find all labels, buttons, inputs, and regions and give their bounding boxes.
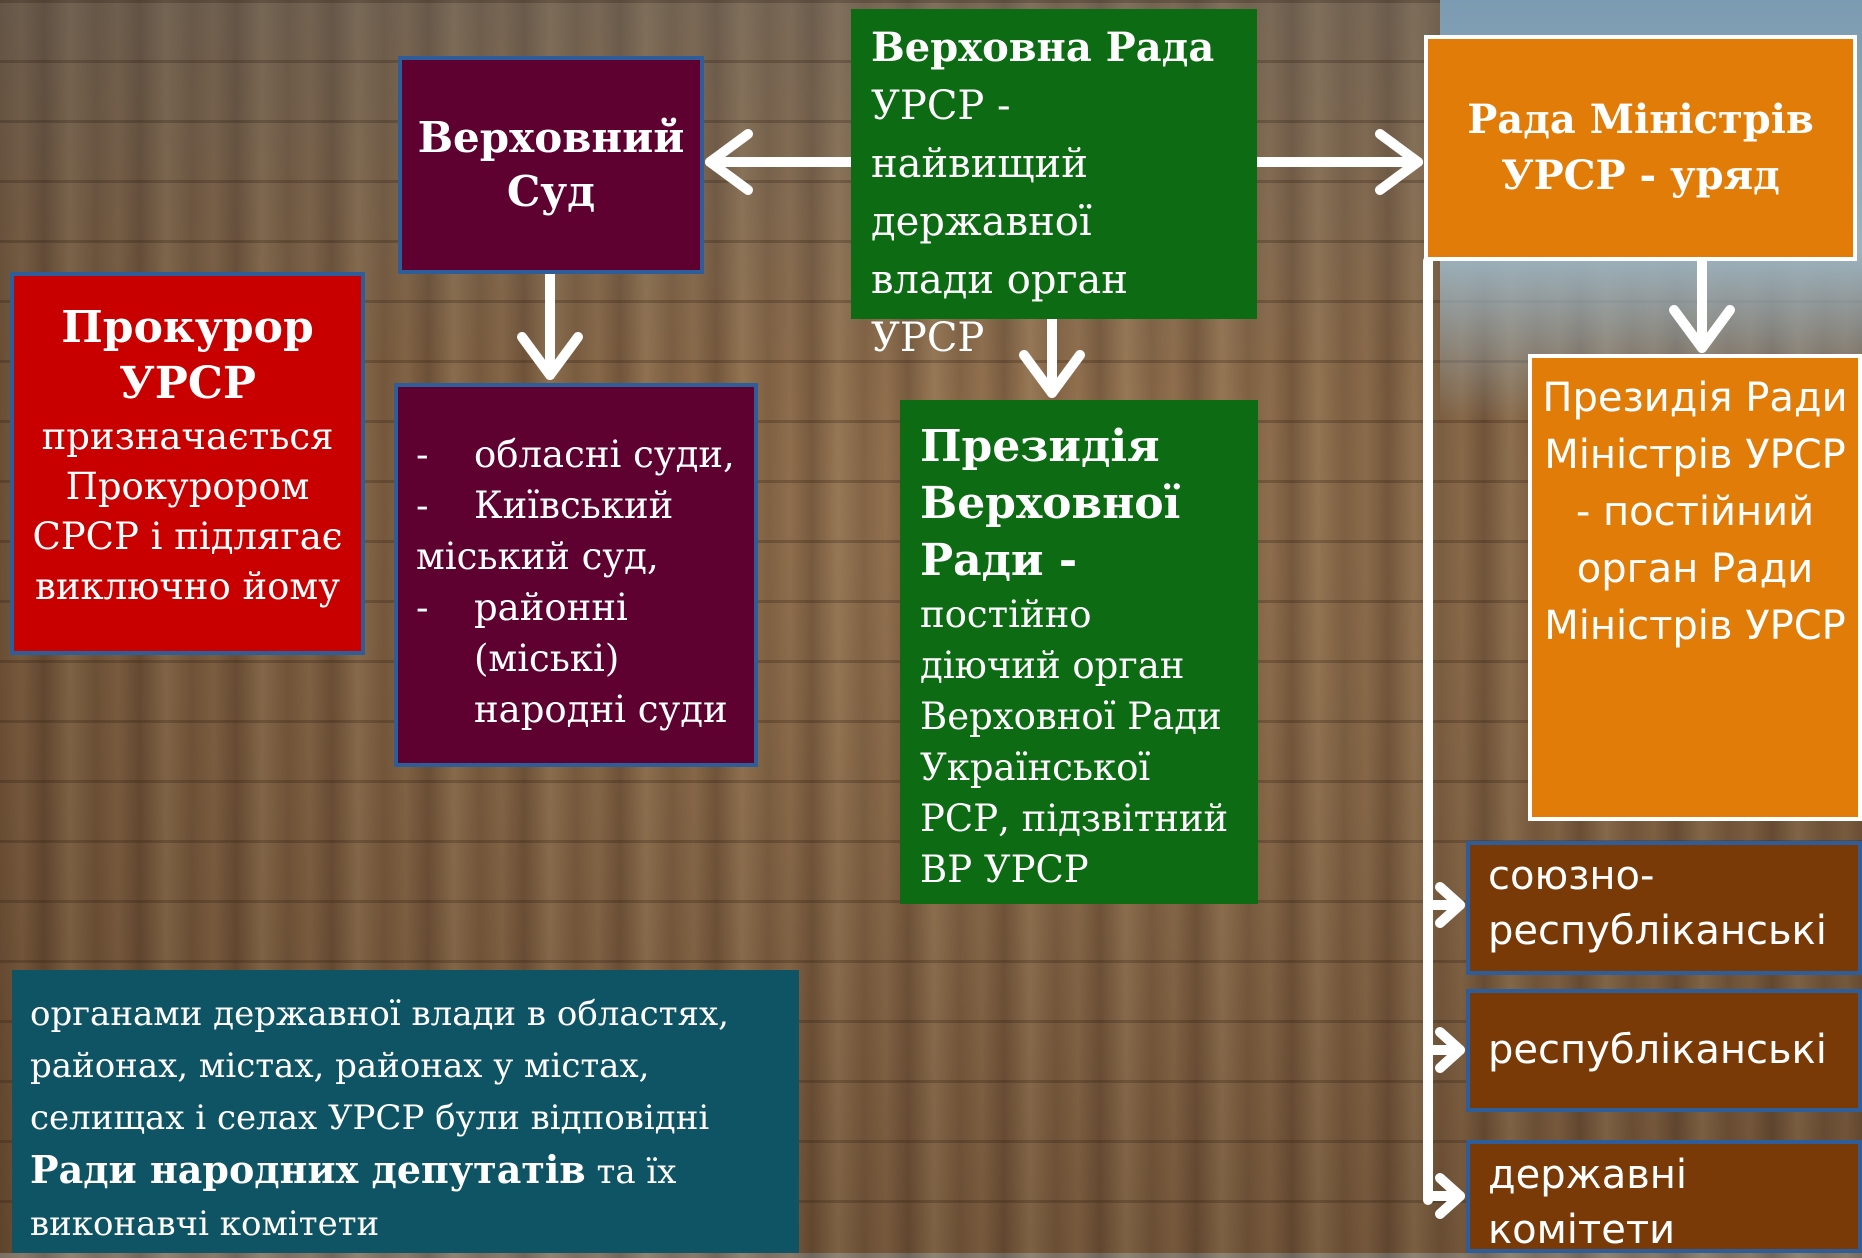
state-committees-box: державні комітети	[1466, 1140, 1862, 1253]
committees-label: державні комітети	[1488, 1152, 1688, 1253]
arrow-head-committees	[1435, 1173, 1465, 1219]
presidium-council-ministers-box: Президія Ради Міністрів УРСР - постійний…	[1528, 354, 1862, 821]
ministry-republic-label: республіканські	[1488, 1027, 1827, 1073]
supreme-court-title: Верховний Суд	[417, 113, 685, 216]
presidium-vr-dash: -	[1043, 535, 1078, 586]
verkhovna-rada-line1: УРСР -	[871, 83, 1011, 129]
court-item-district-cont2: народні суди	[474, 688, 728, 731]
prosecutor-text: призначається Прокурором СРСР і підлягає…	[32, 415, 343, 608]
arrow-head-union	[1435, 882, 1465, 928]
local-councils-text2: Р	[30, 1147, 59, 1192]
supreme-court-box: Верховний Суд	[398, 56, 704, 274]
courts-list: обласні суди, Київський міський суд, рай…	[416, 429, 746, 735]
presidium-cm-text: Президія Ради Міністрів УРСР - постійний…	[1542, 375, 1848, 649]
republic-ministries-box: республіканські	[1466, 989, 1862, 1112]
presidium-vr-title: Президія Верховної Ради	[920, 421, 1181, 586]
verkhovna-rada-title: Верховна Рада	[871, 24, 1215, 71]
arrow-head-court	[705, 129, 753, 195]
union-republic-ministries-box: союзно-республіканські	[1466, 841, 1862, 975]
verkhovna-rada-box: Верховна Рада УРСР - найвищий державної …	[851, 9, 1257, 361]
court-item-district: районні	[416, 582, 746, 633]
prosecutor-title: Прокурор УРСР	[61, 302, 314, 409]
verkhovna-rada-line4: влади орган УРСР	[871, 257, 1128, 361]
regional-courts-box: обласні суди, Київський міський суд, рай…	[394, 383, 758, 767]
arrow-head-ministers	[1375, 129, 1423, 195]
presidium-verkhovna-rada-box: Президія Верховної Ради - постійно діючи…	[900, 400, 1258, 904]
local-councils-box: органами державної влади в областях, рай…	[12, 970, 799, 1253]
court-item-kyiv: Київський	[416, 480, 746, 531]
presidium-vr-text: постійно діючий орган Верховної Ради Укр…	[920, 593, 1229, 891]
council-ministers-box: Рада Міністрів УРСР - уряд	[1424, 35, 1857, 261]
court-item-kyiv-cont: міський суд,	[416, 535, 659, 578]
arrow-head-republic	[1435, 1027, 1465, 1073]
arrow-head-courts	[517, 332, 583, 380]
verkhovna-rada-line2: найвищий	[871, 141, 1088, 187]
local-councils-strong: ади народних депутатів	[58, 1147, 586, 1192]
local-councils-text1: органами державної влади в областях, рай…	[30, 994, 729, 1138]
court-item-regional: обласні суди,	[416, 429, 746, 480]
local-councils-text3: та їх виконавчі комітети	[30, 1152, 677, 1244]
verkhovna-rada-line3: державної	[871, 199, 1092, 245]
court-item-district-cont1: (міські)	[474, 637, 620, 680]
prosecutor-box: Прокурор УРСР призначається Прокурором С…	[10, 272, 365, 655]
council-ministers-title: Рада Міністрів УРСР - уряд	[1467, 96, 1814, 199]
ministry-union-label: союзно-республіканські	[1488, 853, 1827, 954]
